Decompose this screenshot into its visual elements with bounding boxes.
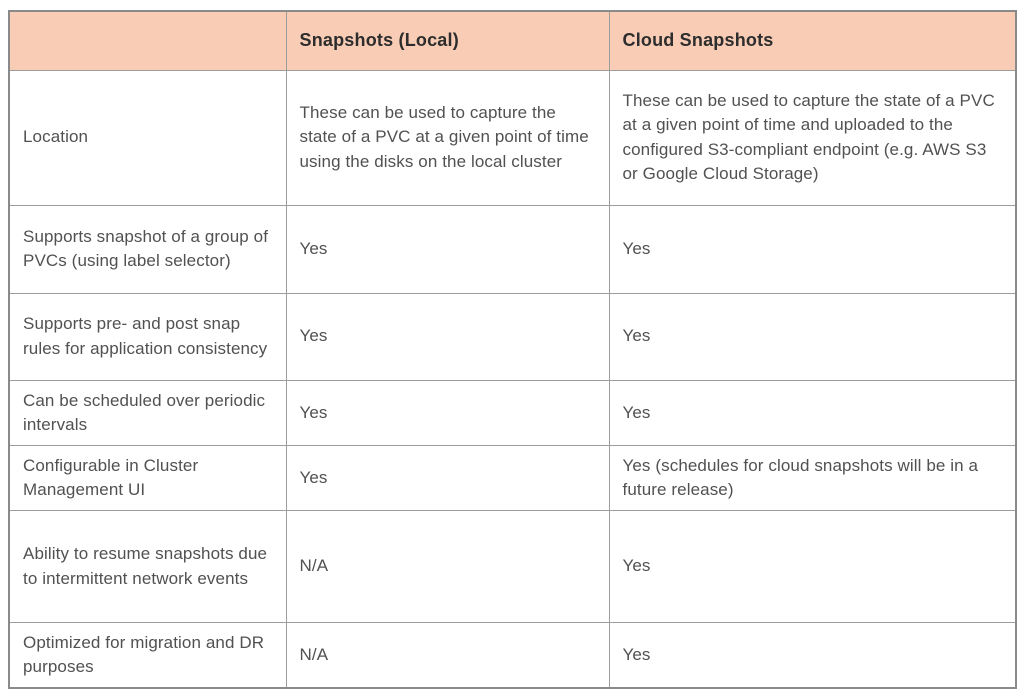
cloud-value-cell: Yes <box>608 379 1017 446</box>
cloud-value-cell: Yes <box>608 510 1017 623</box>
local-value-cell: N/A <box>285 622 610 689</box>
cloud-value-cell: These can be used to capture the state o… <box>608 69 1017 206</box>
row-label-cell: Supports pre- and post snap rules for ap… <box>8 292 287 381</box>
table-row: Supports snapshot of a group of PVCs (us… <box>8 204 1017 294</box>
header-empty-cell <box>8 10 287 71</box>
local-value-cell: These can be used to capture the state o… <box>285 69 610 206</box>
cloud-value-cell: Yes (schedules for cloud snapshots will … <box>608 444 1017 512</box>
cloud-value-cell: Yes <box>608 204 1017 294</box>
snapshot-comparison-wrapper: Snapshots (Local) Cloud Snapshots Locati… <box>8 10 1017 689</box>
snapshot-comparison-table: Snapshots (Local) Cloud Snapshots Locati… <box>8 10 1017 689</box>
row-label-cell: Supports snapshot of a group of PVCs (us… <box>8 204 287 294</box>
table-row: Can be scheduled over periodic intervals… <box>8 379 1017 446</box>
header-cloud-snapshots: Cloud Snapshots <box>608 10 1017 71</box>
header-snapshots-local: Snapshots (Local) <box>285 10 610 71</box>
local-value-cell: Yes <box>285 204 610 294</box>
cloud-value-cell: Yes <box>608 622 1017 689</box>
local-value-cell: N/A <box>285 510 610 623</box>
table-row: Supports pre- and post snap rules for ap… <box>8 292 1017 381</box>
row-label-cell: Location <box>8 69 287 206</box>
header-row: Snapshots (Local) Cloud Snapshots <box>8 10 1017 71</box>
local-value-cell: Yes <box>285 379 610 446</box>
local-value-cell: Yes <box>285 292 610 381</box>
local-value-cell: Yes <box>285 444 610 512</box>
cloud-value-cell: Yes <box>608 292 1017 381</box>
row-label-cell: Configurable in Cluster Management UI <box>8 444 287 512</box>
row-label-cell: Ability to resume snapshots due to inter… <box>8 510 287 623</box>
row-label-cell: Optimized for migration and DR purposes <box>8 622 287 689</box>
row-label-cell: Can be scheduled over periodic intervals <box>8 379 287 446</box>
table-row: Ability to resume snapshots due to inter… <box>8 510 1017 623</box>
